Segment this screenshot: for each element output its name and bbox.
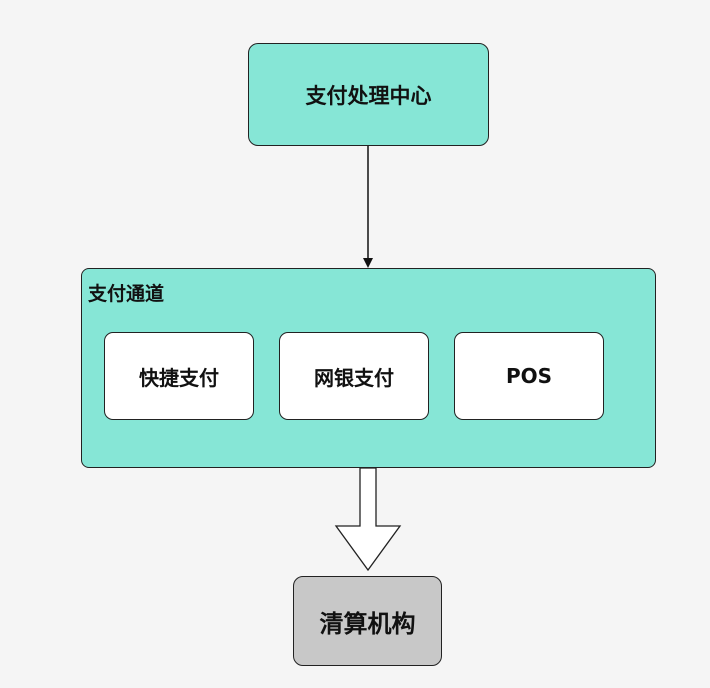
channel-quick-pay: 快捷支付	[104, 332, 254, 420]
block-arrow-channels-to-clearing	[334, 467, 402, 572]
payment-processing-center-node: 支付处理中心	[248, 43, 489, 146]
channel-pos: POS	[454, 332, 604, 420]
payment-channels-group: 支付通道 快捷支付 网银支付 POS	[81, 268, 656, 468]
arrow-center-to-channels-head	[363, 258, 373, 268]
channel-online-banking: 网银支付	[279, 332, 429, 420]
clearing-institution-node: 清算机构	[293, 576, 442, 666]
payment-channels-label: 支付通道	[88, 283, 165, 305]
